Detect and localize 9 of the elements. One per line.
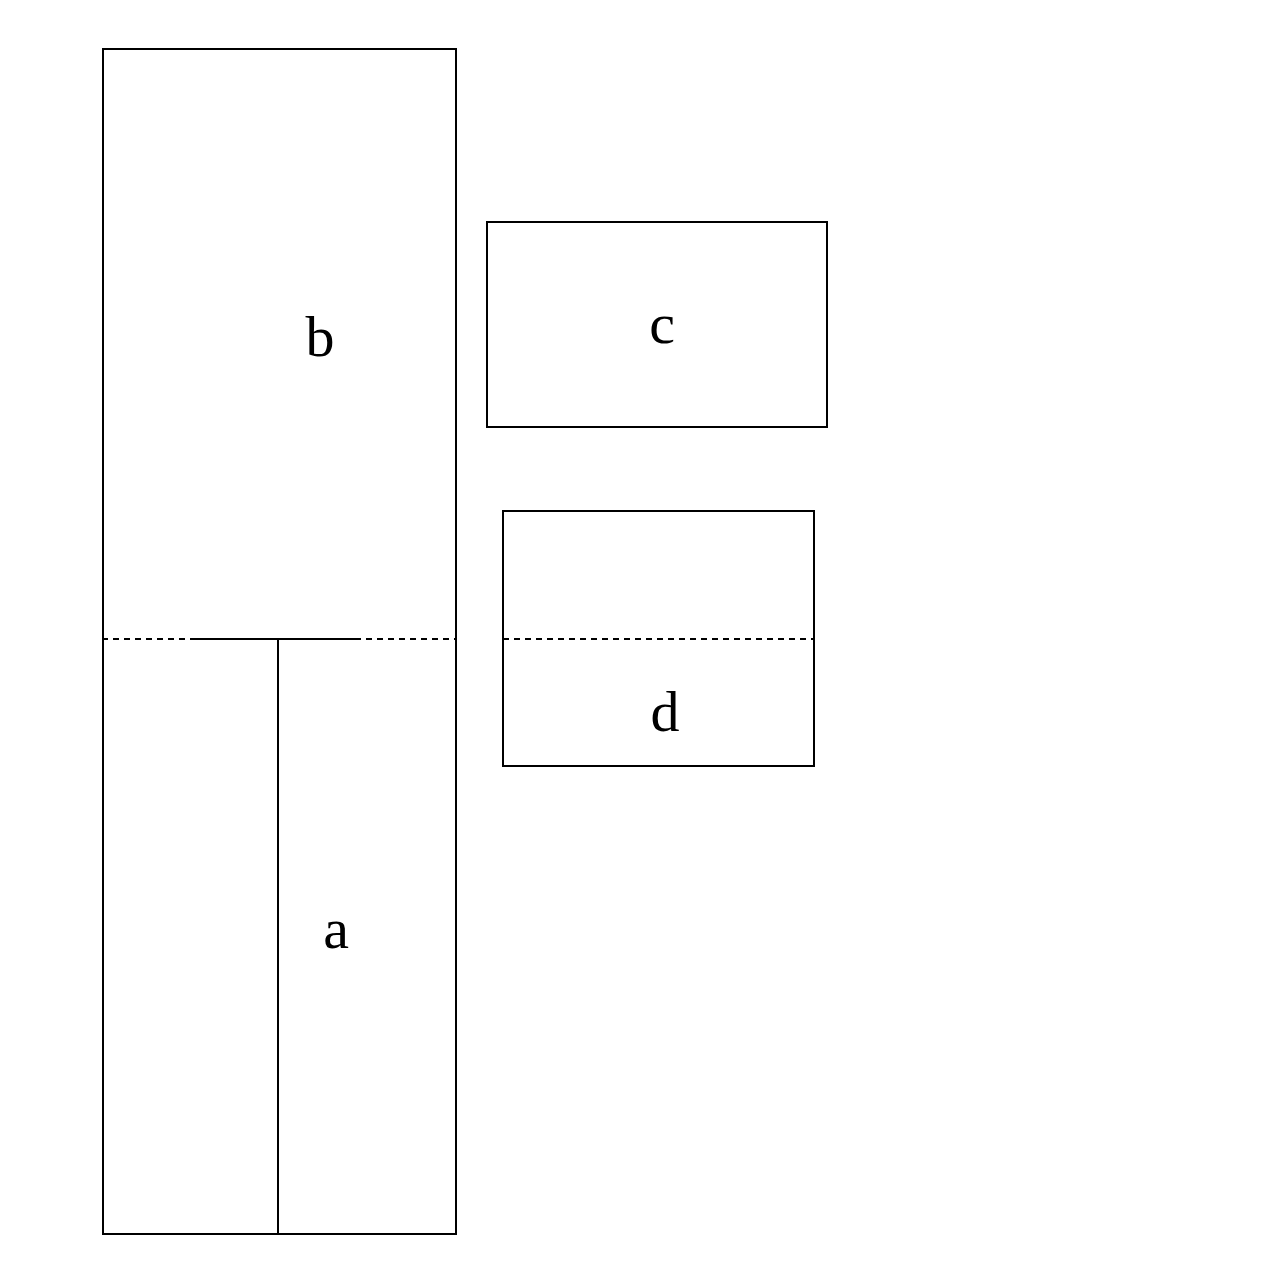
pattern-piece	[486, 221, 828, 428]
piece-letter: c	[649, 295, 675, 353]
piece-letter: a	[323, 900, 349, 958]
pattern-piece	[102, 639, 279, 1235]
pattern-piece	[277, 639, 457, 1235]
piece-letter: d	[650, 683, 680, 741]
pattern-piece	[502, 510, 815, 767]
pattern-piece	[102, 48, 457, 639]
piece-letter: b	[305, 308, 335, 366]
